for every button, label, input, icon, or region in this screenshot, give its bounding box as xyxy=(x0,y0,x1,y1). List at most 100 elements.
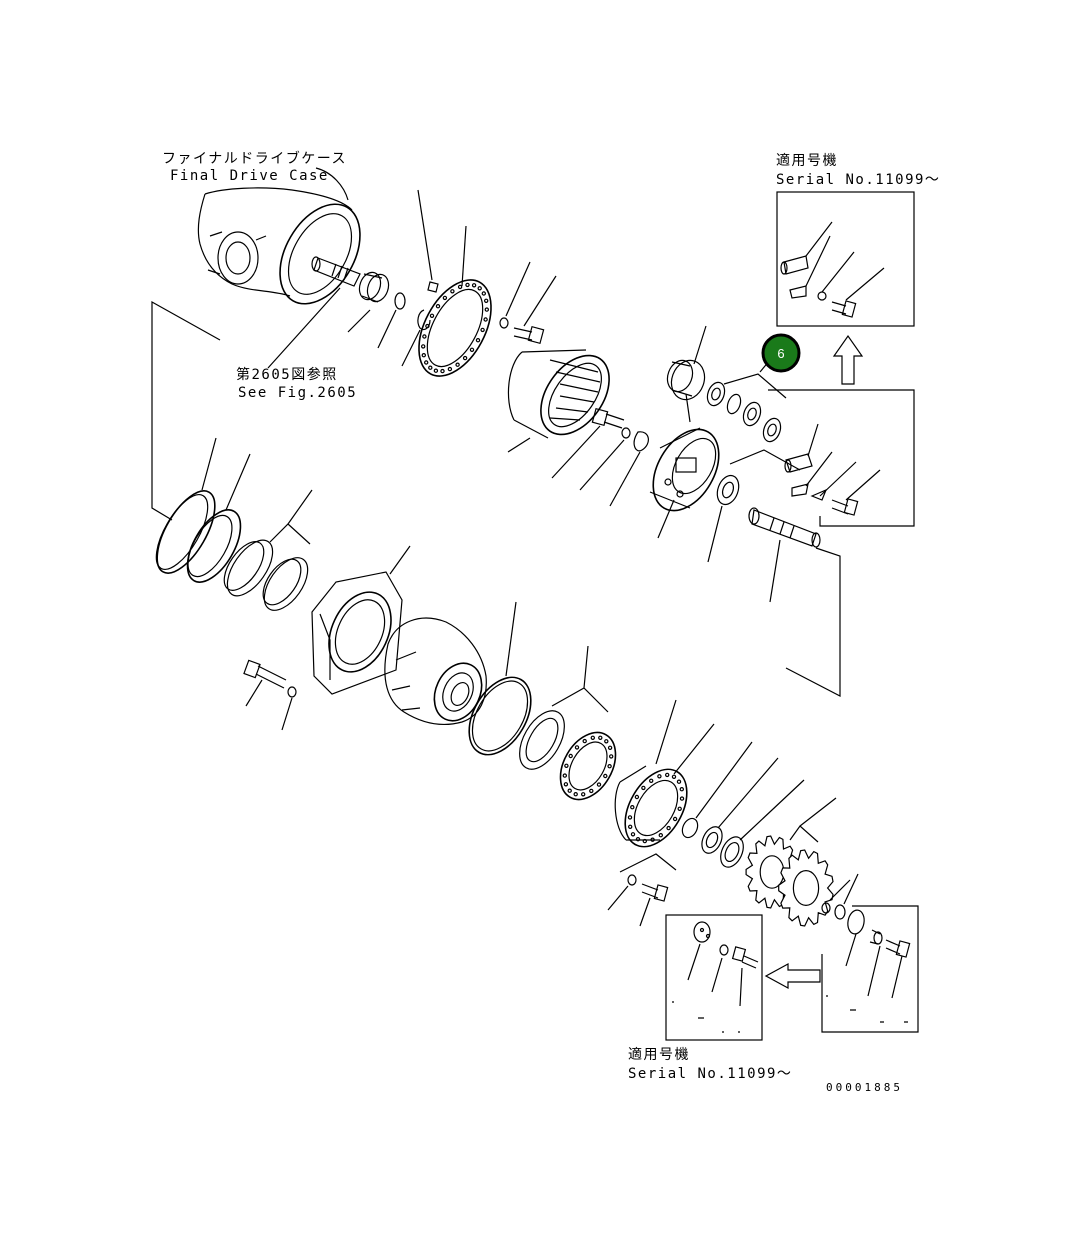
bearing-small xyxy=(720,836,744,868)
serial-box-bottom xyxy=(665,914,763,1041)
leader-sprocket-bearing xyxy=(655,699,715,775)
floating-seal-set xyxy=(155,490,242,583)
rivet-dot xyxy=(484,307,489,312)
washer-2 xyxy=(621,427,631,439)
rivet-dot xyxy=(424,360,429,365)
rivet-dot xyxy=(480,327,485,333)
leader-bolt-1 xyxy=(523,275,557,327)
left-bracket xyxy=(151,300,221,521)
rivet-dot xyxy=(433,368,439,373)
see-fig-leader xyxy=(267,287,341,369)
sprocket-teeth xyxy=(778,849,834,927)
rivet-dot xyxy=(628,824,633,830)
leader-ring-gear xyxy=(461,225,467,287)
leader-planet-bearing xyxy=(707,505,723,563)
leader-small-rings xyxy=(695,741,805,841)
leader-plate xyxy=(829,873,859,905)
rivet-dot xyxy=(442,295,448,301)
rivet-dot xyxy=(428,365,433,370)
leader-seals xyxy=(201,437,251,511)
rivet-dot xyxy=(469,347,475,352)
leader-o-rings xyxy=(269,489,313,545)
callout-circle[interactable] xyxy=(761,333,801,373)
rivet-dot xyxy=(421,344,426,349)
rivet-dot xyxy=(484,298,489,303)
leader-washer-2 xyxy=(579,439,625,491)
serial-top-label-en: Serial No.11099～ xyxy=(776,172,940,188)
leader-planet xyxy=(693,325,707,365)
hub-o-ring xyxy=(468,676,532,756)
rivet-dot xyxy=(641,785,646,791)
leader-hub-o-ring xyxy=(505,601,517,677)
final-drive-case-label-jp: ファイナルドライブケース xyxy=(162,150,347,167)
seal-small-inner xyxy=(705,831,719,849)
rivet-dot xyxy=(564,763,569,769)
rivet-dot xyxy=(455,362,460,367)
rivet-dot xyxy=(676,779,682,784)
flange-bolt xyxy=(243,659,287,689)
rivet-dot xyxy=(421,353,426,358)
rivet-dot xyxy=(642,838,648,844)
rivet-dot xyxy=(475,338,481,343)
leader-carrier-top xyxy=(685,393,691,423)
rivet-dot xyxy=(671,774,677,780)
rivet-dot xyxy=(649,778,654,784)
small-key xyxy=(427,281,439,293)
rivet-dot xyxy=(425,323,430,329)
rivet-dot xyxy=(603,773,608,779)
rivet-dot xyxy=(471,283,477,288)
sprocket-bearing xyxy=(614,765,688,848)
rivet-dot xyxy=(609,754,614,759)
final-drive-case xyxy=(197,167,361,305)
leader-flange xyxy=(389,545,411,575)
retainer-bolt xyxy=(641,883,669,902)
rivet-dot xyxy=(483,317,488,322)
bolt-2 xyxy=(591,407,625,429)
hub-o-ring-inner xyxy=(471,680,529,752)
rivet-dot xyxy=(422,334,427,339)
rivet-dot xyxy=(604,739,609,744)
rivet-dot xyxy=(635,837,641,842)
serial-box-bottom-right xyxy=(821,905,919,1033)
large-drum-ring xyxy=(507,349,610,439)
mounting-flange xyxy=(311,571,403,695)
rivet-dot xyxy=(574,745,580,750)
serial-bottom-label-en: Serial No.11099～ xyxy=(628,1066,792,1082)
ring-gear xyxy=(418,279,492,377)
plate-washer xyxy=(821,902,831,914)
arrow-up-icon xyxy=(832,334,864,385)
rivet-dot xyxy=(677,806,682,812)
retainer-bracket xyxy=(619,853,677,873)
serial-box-top xyxy=(776,191,915,327)
leader-bearing xyxy=(347,309,371,333)
spacer-ring xyxy=(394,292,406,310)
callout-badge[interactable]: 6 xyxy=(761,333,801,373)
rivet-dot xyxy=(465,282,470,288)
rivet-dot xyxy=(672,816,678,822)
planet-carrier xyxy=(649,427,720,512)
input-shaft xyxy=(311,256,361,287)
rivet-dot xyxy=(481,291,486,296)
arrow-left-icon xyxy=(764,962,821,990)
rivet-dot xyxy=(650,837,655,842)
rivet-dot xyxy=(589,788,594,794)
leader-snap-ring xyxy=(401,329,421,367)
rivet-dot xyxy=(634,794,640,800)
rivet-dot xyxy=(607,764,612,769)
leader-washer xyxy=(505,261,531,317)
rivet-dot xyxy=(573,792,578,797)
ring-set xyxy=(706,381,782,443)
rivet-dot xyxy=(429,313,435,318)
bolt-1 xyxy=(513,325,545,345)
o-ring-set xyxy=(223,539,309,611)
rivet-dot xyxy=(596,782,602,787)
final-drive-case-label-en: Final Drive Case xyxy=(170,168,329,184)
leader-thrust-set xyxy=(551,645,609,713)
rivet-dot xyxy=(679,796,685,801)
callout-number: 6 xyxy=(777,346,784,361)
rivet-dot xyxy=(562,773,568,778)
rivet-dot xyxy=(563,782,569,787)
leader-retainer xyxy=(607,885,651,927)
